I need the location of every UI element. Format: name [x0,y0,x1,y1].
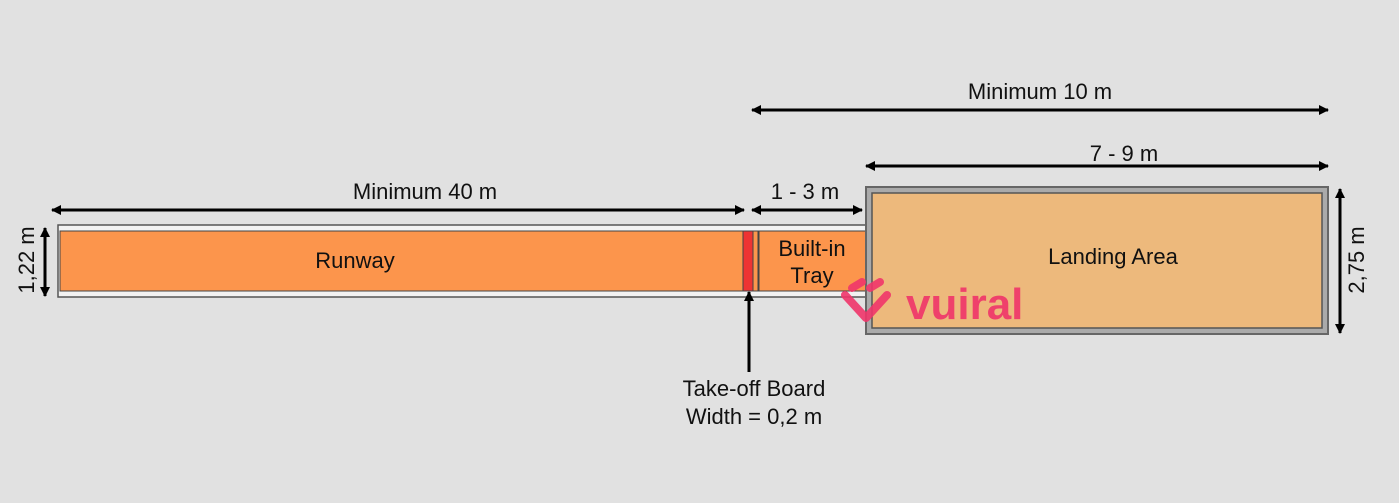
watermark-text: vuiral [906,280,1023,329]
landing-area: Landing Area [865,186,1329,335]
runway-label: Runway [315,248,394,273]
runway-width-label: 1,22 m [14,226,39,293]
takeoff-label-line2: Width = 0,2 m [686,404,822,429]
takeoff-label-line1: Take-off Board [683,376,826,401]
takeoff-board [742,230,754,292]
landing-label: Landing Area [1048,244,1178,269]
landing-width-label: 2,75 m [1344,226,1369,293]
landing-length-label: 7 - 9 m [1090,141,1158,166]
tray-label-line2: Tray [790,263,833,288]
tray-length-label: 1 - 3 m [771,179,839,204]
built-in-tray: Built-in Tray [758,230,867,292]
vuiral-watermark-logo: vuiral [841,278,1023,329]
runway: Runway [57,224,867,298]
runway-length-label: Minimum 40 m [353,179,497,204]
heart-icon [841,278,891,322]
board-edge [752,230,759,292]
tray-label-line1: Built-in [778,236,845,261]
total-min-label: Minimum 10 m [968,79,1112,104]
